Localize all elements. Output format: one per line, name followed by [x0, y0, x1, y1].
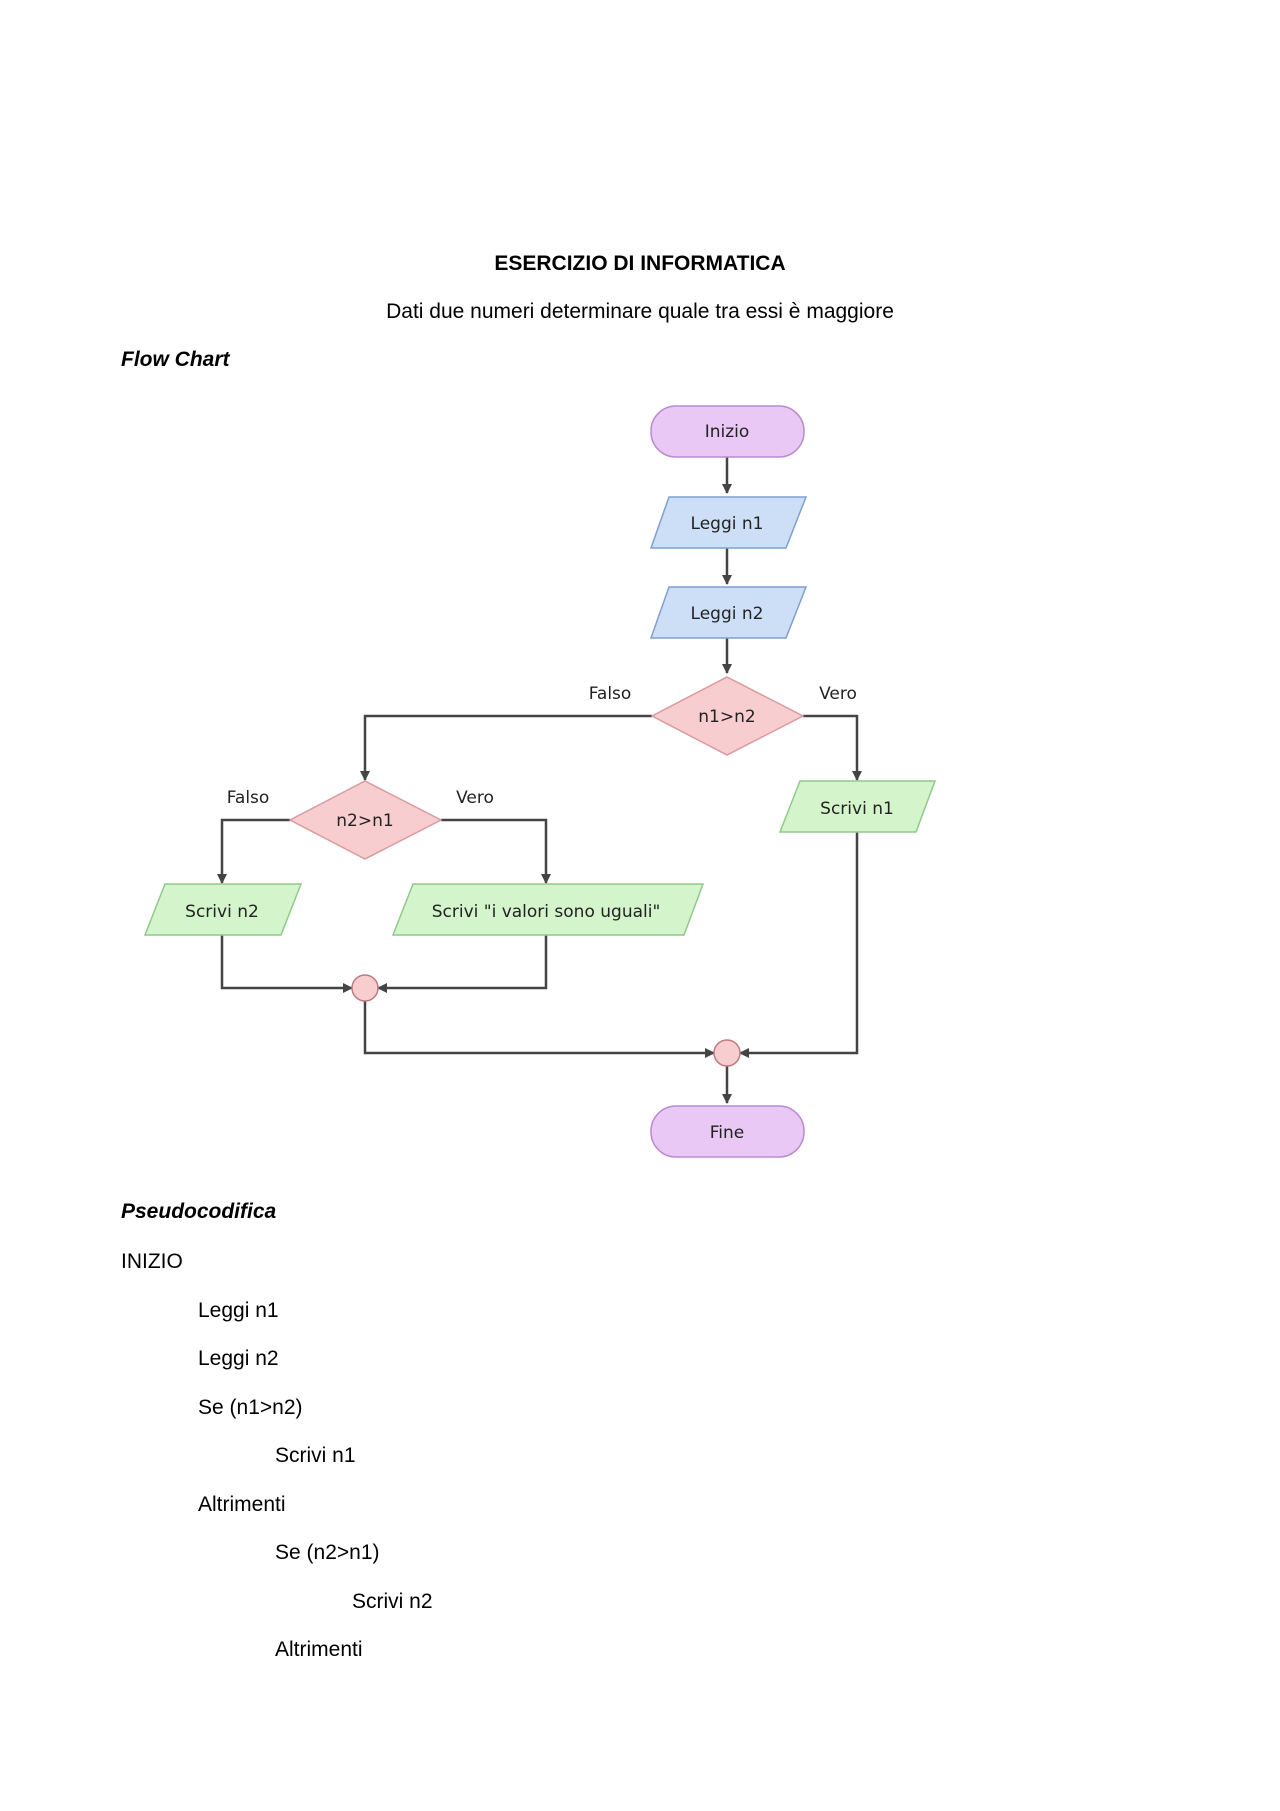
node-write-n2: Scrivi n2 — [143, 883, 303, 936]
edge-decision-2-true — [441, 818, 551, 884]
write-n1-label: Scrivi n1 — [820, 799, 894, 819]
end-terminal-shape — [650, 1105, 805, 1158]
edge-decision-2-false — [217, 818, 290, 884]
write-equal-label: Scrivi "i valori sono uguali" — [432, 902, 661, 922]
pseudocode-line: Scrivi n1 — [275, 1444, 356, 1467]
node-write-n1: Scrivi n1 — [778, 780, 937, 833]
document-subtitle: Dati due numeri determinare quale tra es… — [386, 300, 894, 323]
pseudocode-line: Leggi n1 — [198, 1298, 279, 1322]
read-n1-parallelogram — [649, 496, 808, 549]
read-n2-parallelogram — [649, 586, 808, 639]
document-title: ESERCIZIO DI INFORMATICA — [494, 252, 786, 275]
decision-1-diamond — [650, 676, 805, 756]
start-terminal-shape — [650, 405, 805, 458]
decision-1-label: n1>n2 — [698, 707, 755, 727]
node-decision-1: n1>n2 — [650, 676, 805, 756]
pseudocode-line: INIZIO — [121, 1250, 183, 1273]
decision-2-false-label: Falso — [227, 788, 270, 808]
decision-2-label: n2>n1 — [336, 811, 393, 831]
node-start: Inizio — [650, 405, 805, 458]
decision-1-true-label: Vero — [819, 684, 857, 704]
start-label: Inizio — [705, 422, 750, 442]
write-n1-parallelogram — [778, 780, 937, 833]
edge-write-n2-to-merge-1 — [220, 935, 353, 993]
merge-2-connector — [713, 1039, 741, 1067]
write-n2-label: Scrivi n2 — [185, 902, 259, 922]
edge-decision-1-true — [803, 714, 862, 781]
decision-2-diamond — [288, 780, 443, 860]
pseudocode-heading: Pseudocodifica — [121, 1200, 277, 1223]
flowchart-heading: Flow Chart — [121, 348, 230, 371]
merge-1-connector — [351, 974, 379, 1002]
edge-merge-1-to-merge-2 — [363, 1001, 715, 1058]
flowchart-edges — [217, 457, 862, 1104]
decision-2-true-label: Vero — [456, 788, 494, 808]
decision-1-false-label: Falso — [589, 684, 632, 704]
node-decision-2: n2>n1 — [288, 780, 443, 860]
node-end: Fine — [650, 1105, 805, 1158]
pseudocode-line: Scrivi n2 — [352, 1589, 433, 1613]
node-merge-1 — [351, 974, 379, 1002]
read-n1-label: Leggi n1 — [691, 514, 764, 534]
read-n2-label: Leggi n2 — [691, 604, 764, 624]
node-read-n1: Leggi n1 — [649, 496, 808, 549]
node-read-n2: Leggi n2 — [649, 586, 808, 639]
edge-decision-1-false — [360, 714, 652, 781]
node-merge-2 — [713, 1039, 741, 1067]
end-label: Fine — [710, 1123, 745, 1143]
pseudocode-line: Leggi n2 — [198, 1347, 279, 1370]
write-equal-parallelogram — [391, 883, 705, 936]
node-write-equal: Scrivi "i valori sono uguali" — [391, 883, 705, 936]
write-n2-parallelogram — [143, 883, 303, 936]
edge-write-n1-to-merge-2 — [739, 832, 859, 1058]
pseudocode-line: Altrimenti — [198, 1492, 286, 1516]
pseudocode-line: Altrimenti — [275, 1638, 363, 1661]
pseudocode-line: Se (n2>n1) — [275, 1541, 380, 1564]
edge-write-equal-to-merge-1 — [377, 935, 548, 993]
pseudocode-line: Se (n1>n2) — [198, 1395, 303, 1419]
